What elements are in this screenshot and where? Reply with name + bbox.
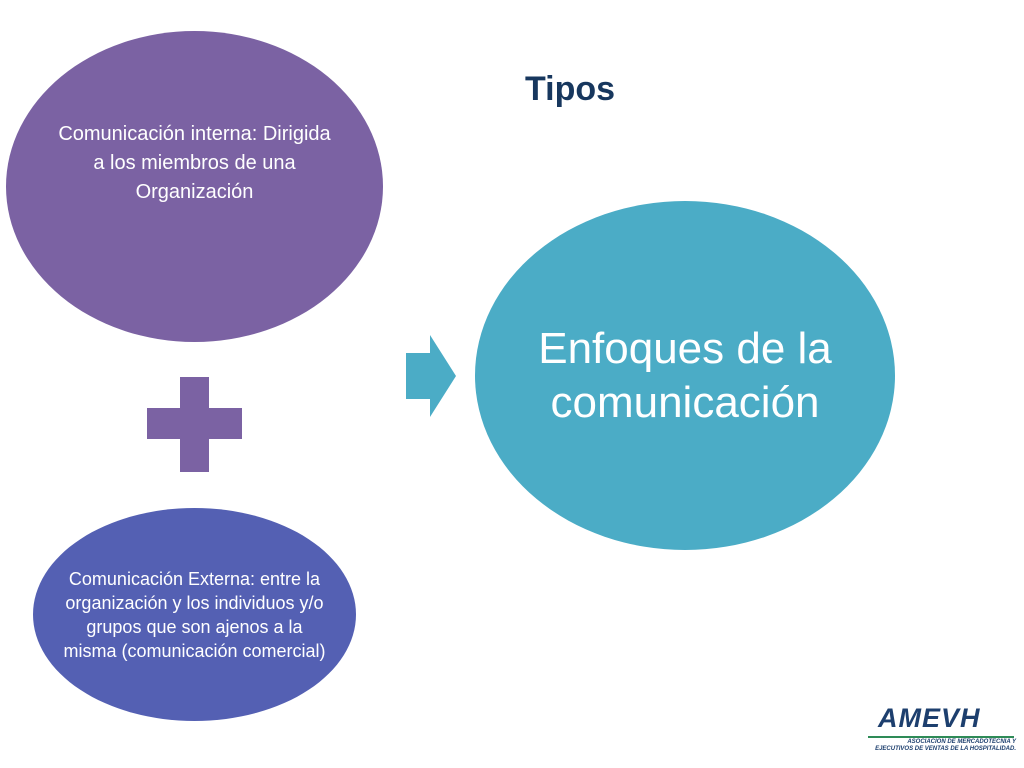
logo-name: AMEVH	[878, 703, 981, 733]
external-communication-text: Comunicación Externa: entre la organizac…	[63, 568, 326, 661]
logo-divider	[868, 736, 1014, 738]
communication-focus-text: Enfoques de la comunicación	[538, 323, 832, 427]
logo-subtitle-line-1: ASOCIACION DE MERCADOTECNIA Y	[907, 739, 1016, 745]
internal-communication-text: Comunicación interna: Dirigida a los mie…	[58, 123, 331, 203]
internal-communication-node: Comunicación interna: Dirigida a los mie…	[6, 31, 383, 342]
logo-subtitle-line-2: EJECUTIVOS DE VENTAS DE LA HOSPITALIDAD.	[875, 746, 1016, 752]
plus-icon	[147, 377, 242, 472]
page-title: Tipos	[524, 70, 616, 108]
arrow-right-icon	[406, 335, 456, 417]
logo-subtitle: ASOCIACION DE MERCADOTECNIA Y EJECUTIVOS…	[866, 739, 1016, 753]
communication-focus-node: Enfoques de la comunicación	[475, 201, 895, 550]
amevh-logo: AMEVH ASOCIACION DE MERCADOTECNIA Y EJEC…	[866, 703, 1016, 761]
external-communication-node: Comunicación Externa: entre la organizac…	[33, 508, 356, 721]
